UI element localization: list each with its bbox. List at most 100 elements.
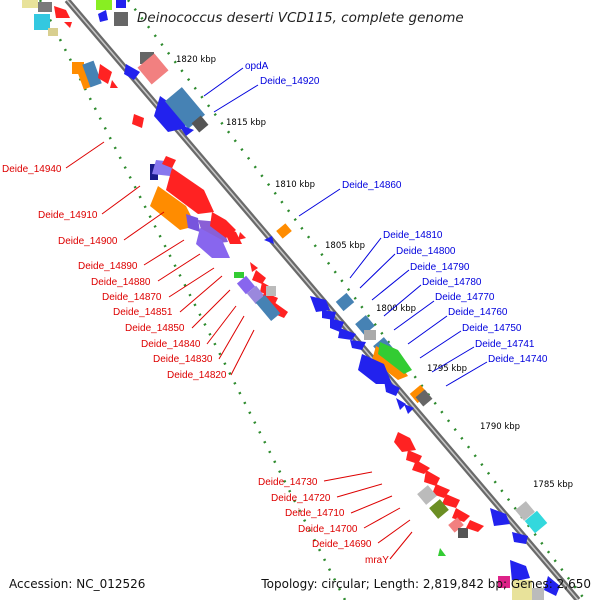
gene-arrow (222, 226, 242, 244)
gene-label[interactable]: Deide_14790 (410, 262, 470, 273)
gene-label[interactable]: Deide_14810 (383, 230, 443, 241)
gene-block (22, 0, 38, 8)
gene-arrow (384, 380, 400, 396)
gene-block (515, 501, 535, 521)
gene-block (417, 485, 437, 505)
gene-arrow (98, 10, 108, 22)
gene-arrow (432, 484, 450, 498)
gene-label[interactable]: Deide_14800 (396, 246, 456, 257)
forward-labels: opdA Deide_14920 Deide_14860 Deide_14810… (203, 61, 548, 387)
gene-label[interactable]: Deide_14920 (260, 76, 320, 87)
gene-block (236, 275, 256, 295)
gene-block (409, 384, 429, 404)
kbp-tick-label: 1800 kbp (376, 304, 416, 314)
gene-label[interactable]: Deide_14820 (167, 370, 227, 381)
gene-arrow (424, 470, 440, 486)
gene-block (355, 315, 375, 335)
gene-arrow (250, 262, 258, 272)
gene-label[interactable]: Deide_14770 (435, 292, 495, 303)
gene-block (150, 186, 196, 230)
gene-label[interactable]: Deide_14910 (38, 210, 98, 221)
gene-block (191, 115, 209, 133)
gene-block (532, 588, 544, 600)
gene-arrow (394, 432, 416, 452)
gene-arrow (252, 270, 266, 284)
gene-arrow (466, 520, 484, 532)
gene-block (266, 286, 276, 296)
gene-arrow (238, 232, 246, 240)
gene-arrow (264, 236, 274, 244)
gene-arrow (544, 576, 560, 596)
gene-label[interactable]: Deide_14741 (475, 339, 535, 350)
reverse-labels: Deide_14940 Deide_14910 Deide_14900 Deid… (2, 141, 413, 566)
kbp-tick-label: 1805 kbp (325, 241, 365, 251)
gene-arrow (178, 124, 194, 136)
gene-features (22, 0, 560, 600)
gene-label[interactable]: Deide_14720 (271, 493, 331, 504)
gene-arrow (510, 560, 530, 582)
gene-label[interactable]: Deide_14940 (2, 164, 62, 175)
gene-arrow (54, 6, 70, 18)
gene-arrow (162, 156, 176, 168)
gene-block (114, 12, 128, 26)
gene-label[interactable]: Deide_14710 (285, 508, 345, 519)
gene-label[interactable]: Deide_14760 (448, 307, 508, 318)
gene-block (276, 223, 292, 239)
gene-arrow (132, 114, 144, 128)
gene-arrow (322, 310, 336, 320)
gene-arrow (404, 404, 414, 414)
gene-label[interactable]: Deide_14900 (58, 236, 118, 247)
gene-label[interactable]: Deide_14750 (462, 323, 522, 334)
gene-label[interactable]: Deide_14880 (91, 277, 151, 288)
gene-label[interactable]: opdA (245, 61, 269, 72)
gene-label[interactable]: Deide_14780 (422, 277, 482, 288)
gene-block (255, 294, 281, 322)
gene-arrow (310, 296, 330, 312)
gene-block (34, 14, 50, 30)
gene-block (82, 60, 102, 88)
gene-arrow (64, 22, 72, 28)
gene-arrow (438, 548, 446, 556)
gene-label[interactable]: Deide_14830 (153, 354, 213, 365)
gene-block (524, 510, 548, 534)
gene-block (364, 330, 376, 340)
gene-arrow (412, 460, 430, 474)
gene-block (96, 0, 112, 10)
topology-text: Topology: circular; Length: 2,819,842 bp… (261, 577, 591, 591)
gene-label[interactable]: Deide_14851 (113, 307, 173, 318)
gene-arrow (124, 64, 140, 80)
gene-label[interactable]: Deide_14890 (78, 261, 138, 272)
gene-arrow (396, 398, 406, 410)
gene-block (186, 214, 200, 232)
gene-label[interactable]: Deide_14730 (258, 477, 318, 488)
gene-arrow (154, 96, 186, 132)
gene-block (378, 342, 412, 374)
kbp-tick-label: 1810 kbp (275, 180, 315, 190)
gene-arrow (490, 508, 510, 526)
gene-label[interactable]: Deide_14690 (312, 539, 372, 550)
gene-label[interactable]: Deide_14860 (342, 180, 402, 191)
gene-arrow (270, 302, 288, 318)
gene-block (196, 228, 230, 258)
gene-label[interactable]: Deide_14700 (298, 524, 358, 535)
gene-arrow (166, 168, 214, 214)
gene-block (234, 272, 244, 278)
gene-label[interactable]: Deide_14870 (102, 292, 162, 303)
gene-block (458, 528, 468, 538)
map-title: Deinococcus deserti VCD115, complete gen… (137, 10, 464, 26)
gene-block (38, 2, 52, 12)
gene-label[interactable]: Deide_14840 (141, 339, 201, 350)
gene-block (165, 87, 205, 129)
gene-block (448, 517, 464, 533)
gene-arrow (442, 494, 460, 508)
gene-label[interactable]: mraY (365, 555, 389, 566)
gene-block (429, 499, 449, 519)
kbp-tick-label: 1795 kbp (427, 364, 467, 374)
gene-block (415, 389, 433, 407)
gene-label[interactable]: Deide_14740 (488, 354, 548, 365)
gene-label[interactable]: Deide_14850 (125, 323, 185, 334)
gene-block (498, 576, 510, 588)
gene-block (512, 580, 532, 600)
kbp-tick-label: 1785 kbp (533, 480, 573, 490)
